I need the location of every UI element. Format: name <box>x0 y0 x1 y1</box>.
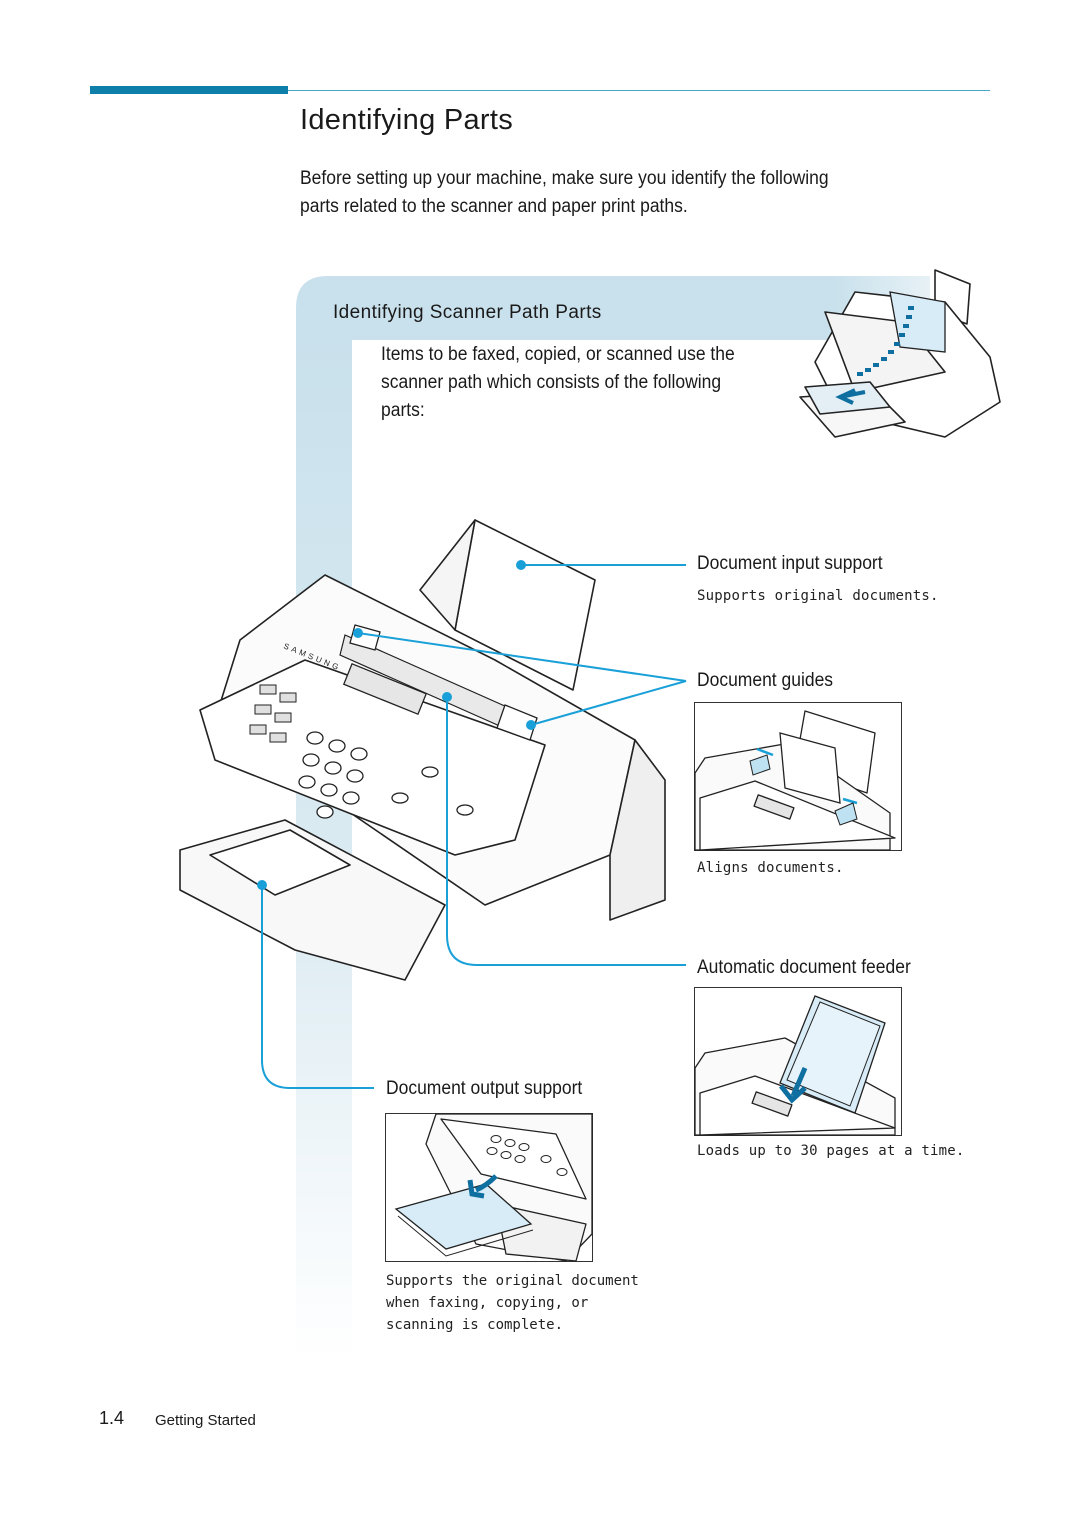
guides-desc: Aligns documents. <box>697 860 844 876</box>
fax-machine-illustration: SAMSUNG <box>179 519 666 981</box>
page-title: Identifying Parts <box>300 104 514 136</box>
output-support-desc-line: Supports the original document <box>386 1273 639 1289</box>
adf-desc: Loads up to 30 pages at a time. <box>697 1143 965 1159</box>
input-support-label: Document input support <box>697 553 883 574</box>
footer-section-name: Getting Started <box>155 1412 256 1429</box>
output-support-desc-line: scanning is complete. <box>386 1317 564 1333</box>
header-rule-thick <box>90 86 288 94</box>
scanner-path-illustration <box>799 269 1001 438</box>
section-intro: Items to be faxed, copied, or scanned us… <box>381 344 735 421</box>
header-rule-thin <box>288 90 990 91</box>
output-support-desc-line: when faxing, copying, or <box>386 1295 589 1311</box>
input-support-desc: Supports original documents. <box>697 588 939 604</box>
adf-detail-image <box>694 987 902 1136</box>
output-support-detail-image <box>385 1113 593 1262</box>
section-title: Identifying Scanner Path Parts <box>333 302 602 323</box>
guides-label: Document guides <box>697 670 834 691</box>
page-intro: Before setting up your machine, make sur… <box>300 168 829 217</box>
output-support-label: Document output support <box>386 1078 583 1099</box>
guides-detail-image <box>694 702 902 851</box>
output-support-desc: Supports the original document when faxi… <box>386 1270 639 1336</box>
footer-page-number: 1.4 <box>99 1408 125 1428</box>
adf-label: Automatic document feeder <box>697 957 911 978</box>
